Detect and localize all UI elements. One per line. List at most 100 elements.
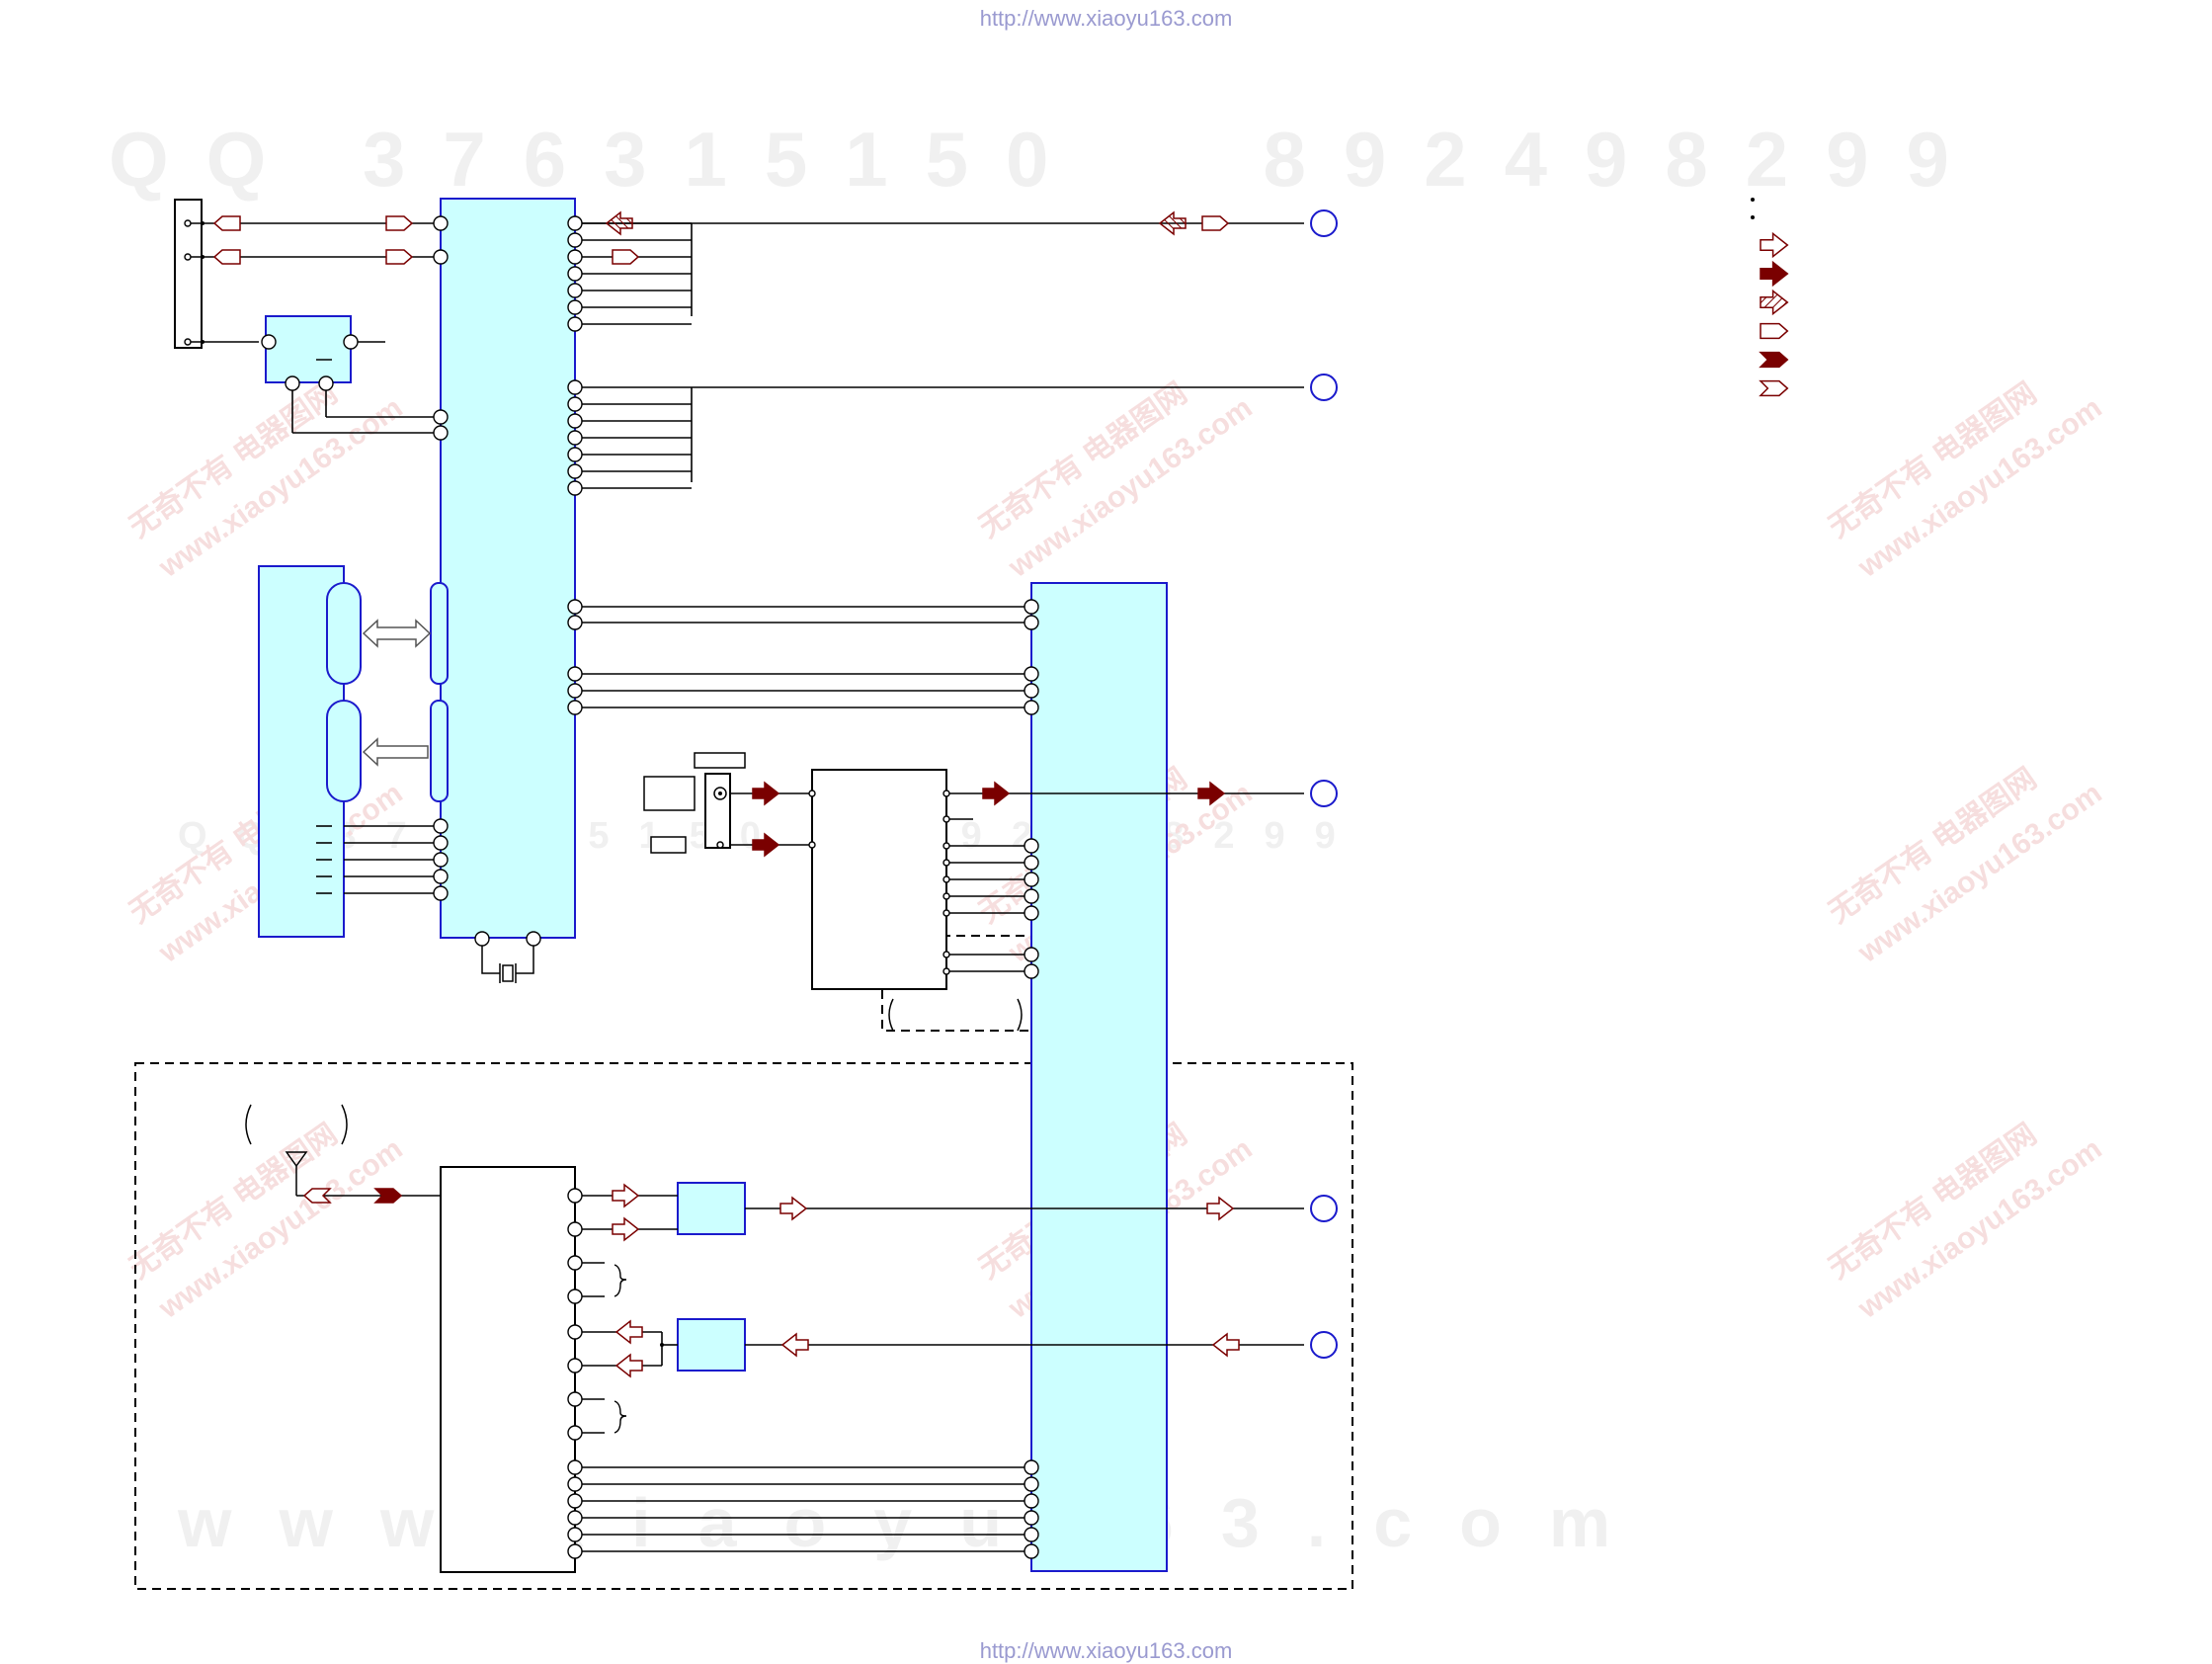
pin-terminal <box>184 253 192 261</box>
output-buffer-block <box>677 1182 746 1235</box>
signal-arrow-layer <box>212 210 1240 1378</box>
pin-terminal <box>567 266 583 282</box>
pin-terminal <box>433 215 449 231</box>
pin-terminal <box>433 885 449 901</box>
pin-terminal <box>567 1493 583 1509</box>
junction-dot <box>201 255 205 259</box>
small-label-box <box>643 776 696 811</box>
signal-arrow <box>1760 322 1789 340</box>
signal-arrow <box>612 1183 640 1208</box>
middle-converter-block <box>811 769 947 990</box>
pin-terminal <box>942 815 950 823</box>
pin-terminal <box>567 599 583 615</box>
pin-terminal <box>942 875 950 883</box>
signal-arrow <box>605 210 633 236</box>
signal-arrow <box>1201 215 1230 231</box>
pin-terminal <box>184 338 192 346</box>
signal-arrow <box>1760 260 1789 288</box>
pin-terminal <box>567 1476 583 1492</box>
pin-terminal <box>1024 888 1039 904</box>
external-connector <box>1310 1331 1338 1359</box>
pin-terminal <box>567 1324 583 1340</box>
signal-arrow <box>1759 351 1789 369</box>
small-label-box <box>650 836 687 854</box>
connector-layer <box>1310 209 1338 1359</box>
source-url-header[interactable]: http://www.xiaoyu163.com <box>979 6 1233 31</box>
pin-terminal <box>1024 1527 1039 1542</box>
signal-arrow <box>385 249 414 265</box>
pin-terminal <box>433 835 449 851</box>
pin-terminal <box>1024 1510 1039 1526</box>
pin-terminal <box>567 1255 583 1271</box>
pin-terminal <box>567 396 583 412</box>
pin-terminal <box>1024 947 1039 962</box>
signal-arrow <box>373 1188 403 1204</box>
signal-arrow <box>1760 289 1789 316</box>
watermark-contact-top: QQ 376315150 892498299 <box>109 116 1987 203</box>
signal-arrow <box>612 249 640 265</box>
watermark-site-bottom: www.xiaoyu163.com <box>177 1484 1658 1561</box>
pin-terminal <box>567 1527 583 1542</box>
brace <box>614 1400 627 1434</box>
external-connector <box>1310 209 1338 237</box>
pin-terminal <box>567 232 583 248</box>
external-connector <box>1310 374 1338 401</box>
antenna-note-bracket <box>245 1104 252 1145</box>
signal-arrow <box>612 1216 640 1242</box>
pin-terminal <box>433 869 449 884</box>
pin-terminal <box>942 951 950 958</box>
bus-pill <box>326 582 362 685</box>
pin-terminal <box>567 430 583 446</box>
signal-arrow <box>212 249 241 265</box>
pin-terminal <box>1024 615 1039 630</box>
source-url-footer[interactable]: http://www.xiaoyu163.com <box>979 1638 1233 1663</box>
signal-arrow <box>1211 1332 1240 1358</box>
external-connector <box>1310 780 1338 807</box>
bus-pill <box>430 582 449 685</box>
pin-terminal <box>567 1425 583 1441</box>
pin-terminal <box>567 316 583 332</box>
pin-terminal <box>567 249 583 265</box>
antenna-note-bracket <box>341 1104 348 1145</box>
optional-note-bracket <box>1017 998 1023 1032</box>
small-interface-block <box>265 315 352 383</box>
pin-terminal <box>184 219 192 227</box>
pin-terminal <box>942 859 950 867</box>
pin-terminal <box>1024 1476 1039 1492</box>
pin-terminal <box>567 1543 583 1559</box>
tuner-block <box>440 1166 576 1573</box>
signal-arrow <box>614 1353 643 1378</box>
pin-terminal <box>942 909 950 917</box>
pin-terminal <box>567 700 583 715</box>
legend-bullet <box>1751 215 1755 219</box>
signal-arrow <box>1158 210 1187 236</box>
pin-terminal <box>942 790 950 797</box>
pin-terminal <box>261 334 277 350</box>
signal-arrow <box>1759 379 1789 397</box>
signal-arrow <box>982 781 1011 806</box>
pin-terminal <box>1024 855 1039 871</box>
jack-contact <box>718 791 722 795</box>
pin-terminal <box>567 463 583 479</box>
optional-note-bracket <box>888 998 894 1032</box>
pin-terminal <box>567 1459 583 1475</box>
signal-arrow <box>779 1196 808 1221</box>
input-jack-block <box>704 773 731 849</box>
external-connector <box>1310 1195 1338 1222</box>
signal-arrow <box>752 781 780 806</box>
signal-arrow <box>780 1332 809 1358</box>
pin-terminal <box>567 1188 583 1204</box>
pin-terminal <box>433 409 449 425</box>
pin-terminal <box>567 666 583 682</box>
pin-terminal <box>1024 872 1039 887</box>
pin-terminal <box>1024 683 1039 699</box>
jack-contact <box>716 841 724 849</box>
signal-arrow <box>1760 231 1789 259</box>
small-label-box <box>694 752 746 769</box>
brace <box>614 1264 627 1297</box>
pin-terminal <box>526 931 541 947</box>
pin-terminal <box>567 283 583 298</box>
tuner-section-frame <box>134 1062 1353 1590</box>
pin-terminal <box>567 215 583 231</box>
